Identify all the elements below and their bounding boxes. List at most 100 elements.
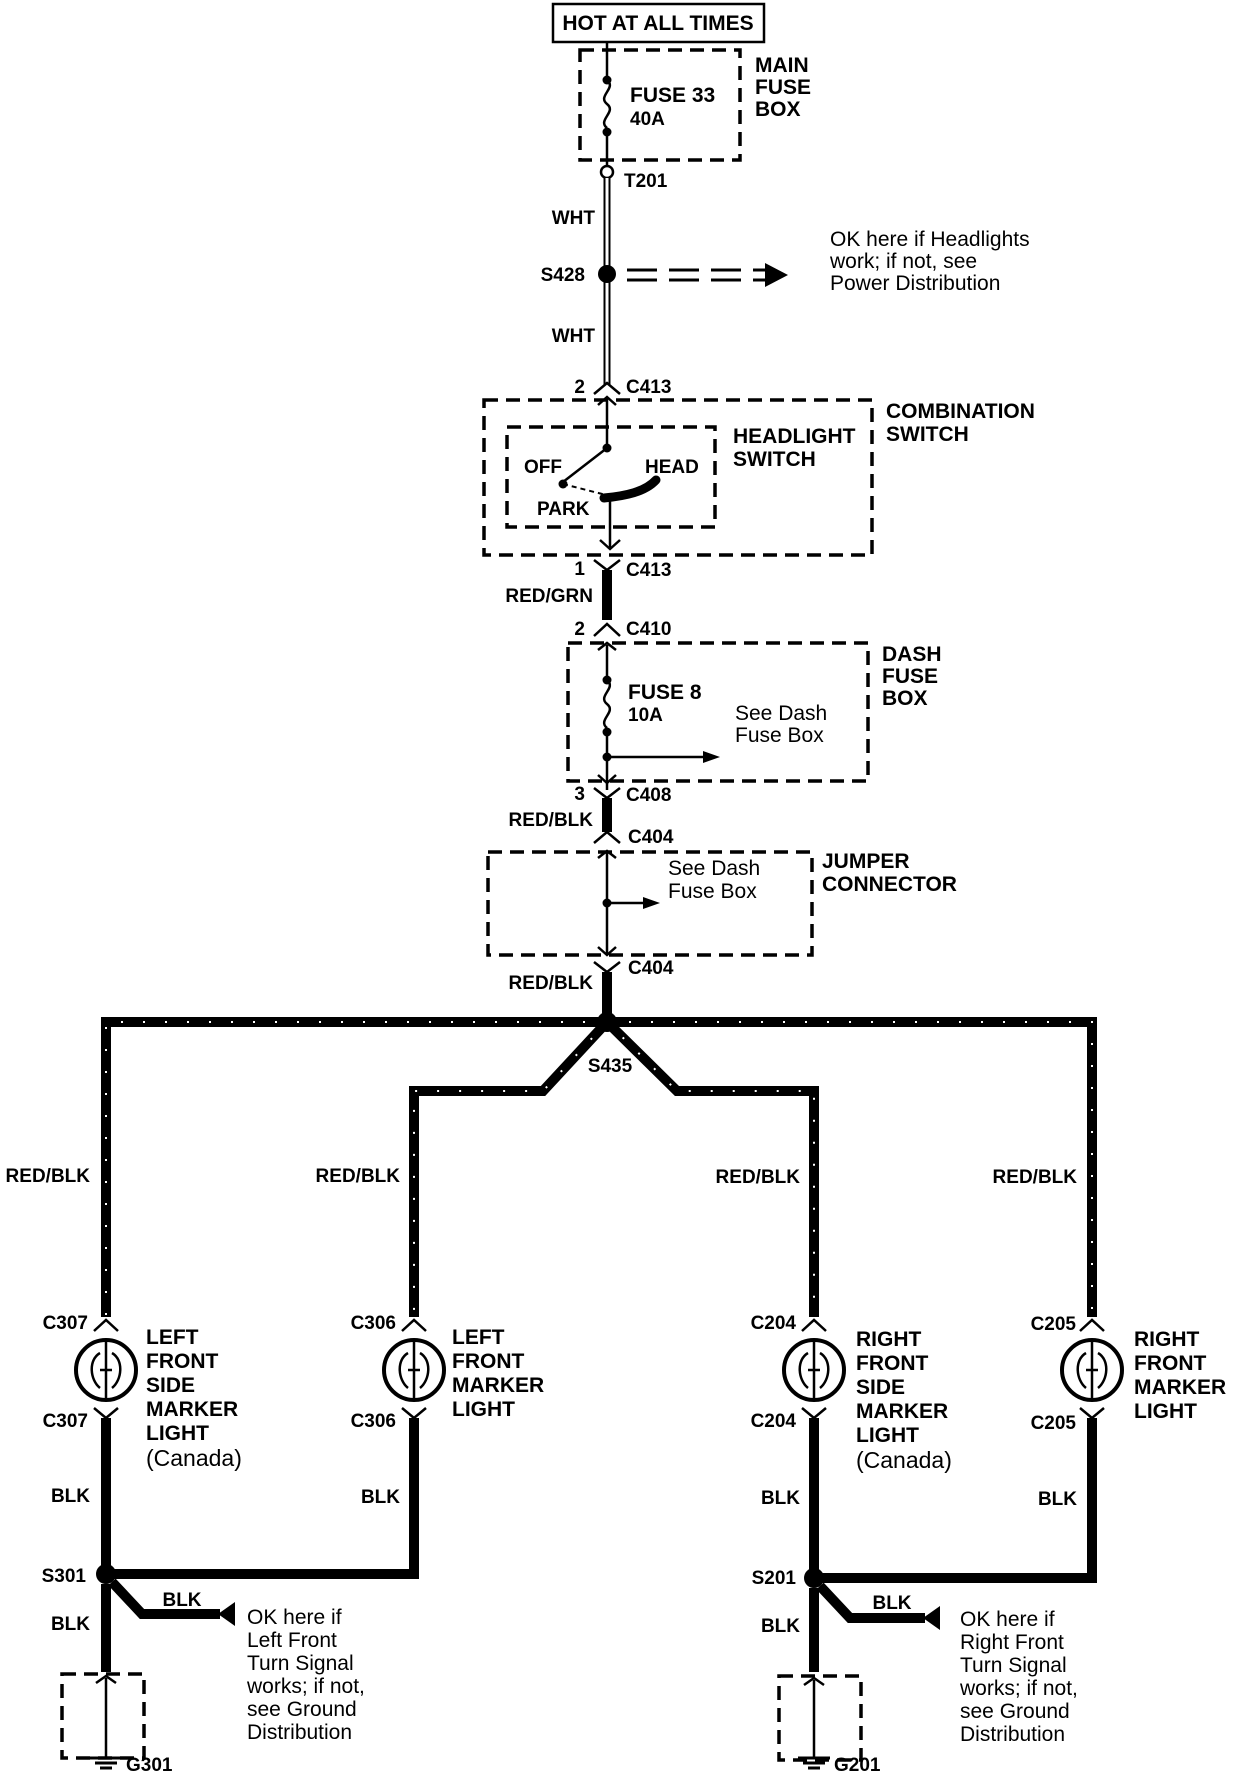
note-left-turn-signal: OK here if: [247, 1606, 342, 1629]
connector-top: [93, 1318, 119, 1332]
hot-at-all-times-label: HOT AT ALL TIMES: [562, 12, 753, 35]
note-right-turn-signal: OK here if: [960, 1608, 1055, 1631]
connector-c306-label: C306: [351, 1411, 396, 1432]
wire-color-label: RED/BLK: [6, 1166, 91, 1187]
main-fuse-box: [578, 48, 742, 162]
jumper-connector-box: [486, 850, 814, 957]
wire-color-label: RED/BLK: [316, 1166, 401, 1187]
connector-c413-label: C413: [626, 560, 671, 581]
main-fuse-box-title: FUSE: [755, 76, 811, 99]
splice-s301: [96, 1564, 116, 1584]
ground-g201-label: G201: [834, 1755, 881, 1772]
bulb-filament-icon: [798, 1340, 830, 1400]
splice-s435: [597, 1012, 617, 1032]
connector-c404-label: C404: [628, 827, 674, 848]
note-headlights: work; if not, see: [829, 250, 977, 273]
note-see-dash-fuse-box: See Dash: [735, 702, 827, 725]
wire-color-label: BLK: [1038, 1489, 1077, 1510]
headlight-switch-title: HEADLIGHT: [733, 425, 856, 448]
connector-c410: [593, 622, 621, 637]
light-label: LIGHT: [856, 1424, 919, 1447]
switch-position-off: OFF: [524, 457, 562, 478]
wire-branch-l2: [409, 1018, 611, 1317]
note-left-turn-signal: see Ground: [247, 1698, 357, 1721]
left-front-side-marker-light: [74, 1318, 138, 1420]
splice-s201: [804, 1568, 824, 1588]
note-right-turn-signal: Distribution: [960, 1723, 1065, 1746]
connector-bottom: [401, 1407, 427, 1420]
connector-top: [801, 1318, 827, 1332]
jumper-connector-title: CONNECTOR: [822, 873, 957, 896]
connector-pin: [597, 641, 617, 651]
light-label: SIDE: [146, 1374, 195, 1397]
wire-color-label: WHT: [552, 208, 596, 229]
ground-g201-box: [777, 1674, 863, 1762]
connector-c404-top: [593, 830, 621, 844]
connector-c306-label: C306: [351, 1313, 396, 1334]
light-region-label: (Canada): [856, 1447, 952, 1473]
wire-color-label: BLK: [761, 1616, 800, 1637]
light-label: LIGHT: [1134, 1400, 1197, 1423]
switch-position-head: HEAD: [645, 457, 699, 478]
connector-c307-label: C307: [43, 1313, 88, 1334]
combination-switch-title: COMBINATION: [886, 400, 1035, 423]
right-front-side-marker-light: [782, 1318, 846, 1420]
pin-number: 2: [574, 377, 585, 398]
wire-color-label: RED/BLK: [993, 1167, 1078, 1188]
combination-switch-box: [482, 398, 874, 557]
splice-s435-label: S435: [588, 1056, 633, 1077]
connector-c307-label: C307: [43, 1411, 88, 1432]
note-see-dash-fuse-box: Fuse Box: [668, 880, 757, 903]
note-left-turn-signal: Distribution: [247, 1721, 352, 1744]
arrow-right-icon: [703, 751, 720, 763]
connector-pin: [597, 849, 617, 859]
connector-c205-label: C205: [1031, 1413, 1077, 1434]
switch-position-park: PARK: [537, 499, 590, 520]
main-fuse-box-title: BOX: [755, 98, 801, 121]
connector-arrow-icon: [218, 1602, 235, 1626]
light-label: SIDE: [856, 1376, 905, 1399]
wire-color-label: RED/BLK: [716, 1167, 801, 1188]
wire-color-label: RED/BLK: [509, 810, 594, 831]
connector-c413-top: [593, 381, 621, 395]
connector-pin: [599, 539, 621, 551]
connector-c410-label: C410: [626, 619, 671, 640]
right-front-marker-light: [1060, 1318, 1124, 1420]
light-label: MARKER: [452, 1374, 544, 1397]
fuse-33-label: FUSE 33: [630, 84, 715, 107]
light-label: RIGHT: [856, 1328, 922, 1351]
connector-pin: [597, 774, 617, 785]
wire-branch-l3: [603, 1018, 819, 1317]
connector-c204-label: C204: [751, 1411, 797, 1432]
light-label: MARKER: [1134, 1376, 1226, 1399]
note-headlights: Power Distribution: [830, 272, 1000, 295]
light-label: FRONT: [856, 1352, 928, 1375]
light-label: MARKER: [856, 1400, 948, 1423]
pin-number: 1: [574, 559, 585, 580]
note-right-turn-signal: Turn Signal: [960, 1654, 1067, 1677]
connector-c413-bottom: [593, 559, 621, 572]
wire-blk: [814, 1418, 1097, 1583]
connector-top: [1079, 1318, 1105, 1332]
arrow-right-icon: [765, 263, 788, 287]
connector-c413-label: C413: [626, 377, 671, 398]
dash-fuse-box-title: FUSE: [882, 665, 938, 688]
wire-color-label: RED/BLK: [509, 973, 594, 994]
fuse-8-amps: 10A: [628, 705, 663, 726]
splice-s201-label: S201: [752, 1568, 797, 1589]
connector-bottom: [801, 1407, 827, 1420]
note-left-turn-signal: Turn Signal: [247, 1652, 354, 1675]
connector-bottom: [93, 1407, 119, 1420]
left-front-marker-light: [382, 1318, 446, 1420]
connector-c404-label: C404: [628, 958, 674, 979]
wire-branch-l2-stripe: [413, 1021, 608, 1317]
dash-fuse-box-title: BOX: [882, 687, 928, 710]
splice-s428: [598, 265, 616, 283]
main-fuse-box-title: MAIN: [755, 54, 809, 77]
note-right-turn-signal: Right Front: [960, 1631, 1064, 1654]
wire-color-label: BLK: [361, 1487, 400, 1508]
wire-blk-turn-signal: [816, 1582, 925, 1623]
arrow-right-icon: [643, 897, 660, 909]
note-left-turn-signal: works; if not,: [246, 1675, 365, 1698]
light-label: FRONT: [146, 1350, 218, 1373]
